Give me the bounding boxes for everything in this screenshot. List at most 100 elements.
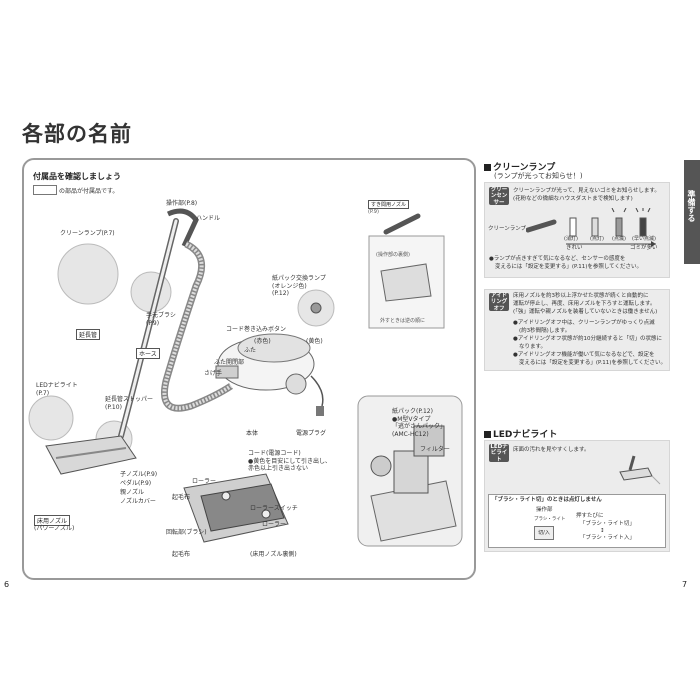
hand-brush-text: 手元ブラシ xyxy=(146,312,176,319)
lamp-state-blink: (点滅) xyxy=(612,236,626,242)
remove-note: 外すときは逆の順に xyxy=(380,318,426,324)
clean-lamp-heading: クリーンランプ xyxy=(484,160,555,173)
roller-label: ローラー xyxy=(192,478,217,485)
child-nozzle-label: 子ノズル(P.9) xyxy=(120,471,157,479)
page-title: 各部の名前 xyxy=(22,122,132,146)
plug-label: 電源プラグ xyxy=(296,430,327,437)
clean-lamp-subtitle: (ランプが光ってお知らせ！) xyxy=(494,172,583,180)
idling-bullet-5: ●アイドリングオフ機能が働いて気になるなどで、設定を xyxy=(513,352,655,358)
led-zoom-circle xyxy=(28,395,74,441)
hand-brush-zoom-circle xyxy=(130,271,172,313)
ext-stopper-text: 延長管ストッパー xyxy=(105,396,154,403)
clean-lamp-zoom-circle xyxy=(57,243,119,305)
idling-bullet-3: ●アイドリングオフ状態が約10分継続すると「切」の状態に xyxy=(513,336,663,342)
cord-text: コード(電源コード) xyxy=(248,450,301,457)
idling-bullet-4: なります。 xyxy=(519,344,546,350)
paper-lamp-label: 紙パック交換ランプ(オレンジ色)(P.12) xyxy=(272,275,326,298)
ext-stopper-ref: (P.10) xyxy=(105,403,122,411)
hand-brush-ref: (P.9) xyxy=(146,319,160,327)
hose-label: ホース xyxy=(136,348,160,359)
brush-light-button[interactable]: 切/入 xyxy=(534,526,554,540)
clean-lamp-label: クリーンランプ(P.7) xyxy=(60,230,115,238)
hand-brush-label: 手元ブラシ(P.9) xyxy=(146,312,176,327)
paper-pack-name: 「逃がさんパック」 xyxy=(392,423,447,430)
page-number-right: 7 xyxy=(682,580,688,589)
lamp-state-on: (点灯) xyxy=(590,236,604,242)
led-desc: 床面の汚れを見やすくします。 xyxy=(513,447,590,453)
led-state-off: 「ブラシ・ライト切」 xyxy=(580,521,635,527)
op-back-label: (操作部の裏側) xyxy=(376,252,410,258)
child-nozzle-text: 子ノズル xyxy=(120,471,145,478)
clean-lamp-desc-1: クリーンランプが光って、見えないゴミをお知らせします。 xyxy=(513,188,660,194)
idling-bullet-6: 変えるには「設定を変更する」(P.11)を参照してください。 xyxy=(519,360,667,366)
idling-off-badge: アイドリングオフ xyxy=(489,293,509,312)
paper-pack-label: 紙パック(P.12)●M型Vタイプ「逃がさんパック」(AMC-HC12) xyxy=(392,408,446,438)
idling-off-panel xyxy=(484,289,670,371)
cord-label: コード(電源コード)●黄色を目安にして引き出し、赤色以上引き出さない xyxy=(248,450,331,473)
filter xyxy=(413,425,445,457)
clean-sensor-badge: クリーンセンサー xyxy=(489,187,509,206)
bristles-label: 起毛布 xyxy=(172,494,191,501)
operation-label: 操作部(P.8) xyxy=(166,200,197,208)
pedal-label: ペダル(P.9) xyxy=(120,480,151,488)
gap-nozzle-ref: (P.9) xyxy=(368,209,379,215)
led-box-title: 「ブラシ・ライト切」のときは点灯しません xyxy=(492,497,602,503)
idling-desc-1: 床用ノズルを約3秒以上浮かせた状態が続くと自動的に xyxy=(513,293,649,299)
chapter-tab[interactable] xyxy=(684,160,700,264)
paper-pack-type: ●M型Vタイプ xyxy=(392,415,431,423)
paper-lamp-sub: (オレンジ色) xyxy=(272,282,307,290)
gap-nozzle-label: すき間用ノズル xyxy=(368,200,410,209)
red-label: (赤色) xyxy=(254,338,271,345)
led-navi-ref: (P.7) xyxy=(36,389,50,397)
cord-note-2: 赤色以上引き出さない xyxy=(248,465,309,472)
clean-lamp-panel xyxy=(484,182,670,278)
lamp-clean-label: きれい xyxy=(566,245,583,251)
led-navi-label: LEDナビライト(P.7) xyxy=(36,382,78,397)
nozzle-back-label: (床用ノズル裏側) xyxy=(250,551,297,558)
roller-switch-label: ローラースイッチ xyxy=(250,505,298,512)
cord-note-1: ●黄色を目安にして引き出し、 xyxy=(248,457,332,465)
yellow-label: (黄色) xyxy=(306,338,323,345)
led-brush-light-label: ブラシ・ライト xyxy=(534,517,566,522)
paper-lamp-ref: (P.12) xyxy=(272,290,289,297)
operation-ref: (P.8) xyxy=(184,200,198,207)
pedal-text: ペダル xyxy=(120,480,139,487)
paper-pack-ref: (P.12) xyxy=(416,408,433,415)
pedal-ref: (P.9) xyxy=(138,480,152,487)
clean-lamp-text: クリーンランプ xyxy=(60,230,102,237)
cord-button-label: コード巻き込みボタン xyxy=(226,326,287,333)
clean-lamp-title: クリーンランプ xyxy=(493,163,556,173)
handle-label: ハンドル xyxy=(196,215,221,222)
child-nozzle-ref: (P.9) xyxy=(144,471,158,478)
lid-button-label: ふた開閉部 xyxy=(214,359,245,366)
accessory-legend-text: の部品が付属品です。 xyxy=(59,188,119,195)
led-info-box xyxy=(488,494,666,548)
lamp-dirty-label: ゴミが多い xyxy=(630,245,658,251)
power-plug xyxy=(316,406,324,416)
led-state-on: 「ブラシ・ライト入」 xyxy=(580,535,635,541)
operation-text: 操作部 xyxy=(166,200,185,207)
nozzle-cover-label: ノズルカバー xyxy=(120,498,156,505)
idling-desc-2: 運転が停止し、再度、床用ノズルを下ろすと運転します。 xyxy=(513,301,656,307)
lid-label: ふた xyxy=(244,347,257,354)
idling-desc-3: (「強」運転や親ノズルを装着していないときは働きません) xyxy=(513,309,658,315)
clean-lamp-ref: (P.7) xyxy=(101,230,115,237)
accessories-heading: 付属品を確認しましょう xyxy=(33,172,121,181)
extension-label: 延長管 xyxy=(76,329,101,340)
vacuum-parts-illustration xyxy=(28,208,463,547)
paper-pack xyxy=(393,450,429,494)
roller2-label: ローラー xyxy=(262,521,287,528)
handle xyxy=(166,208,199,248)
parent-nozzle-label: 親ノズル xyxy=(120,489,145,496)
grip-label: さげ手 xyxy=(204,370,223,377)
led-nozzle-illustration xyxy=(619,455,661,485)
chapter-tab-label: 準備する xyxy=(687,190,696,222)
floor-nozzle xyxy=(45,435,137,475)
bristles2-label: 起毛布 xyxy=(172,551,191,558)
idling-bullet-2: (約3秒間隔)します。 xyxy=(519,328,571,334)
led-press-label: 押すたびに xyxy=(576,513,604,519)
led-title: LEDナビライト xyxy=(493,430,558,440)
led-state-arrow: ↕ xyxy=(600,528,605,534)
paper-lamp-text: 紙パック交換ランプ xyxy=(272,275,326,282)
clean-lamp-note-1: ●ランプが点きすぎて気になるなど、センサーの感度を xyxy=(489,256,626,262)
